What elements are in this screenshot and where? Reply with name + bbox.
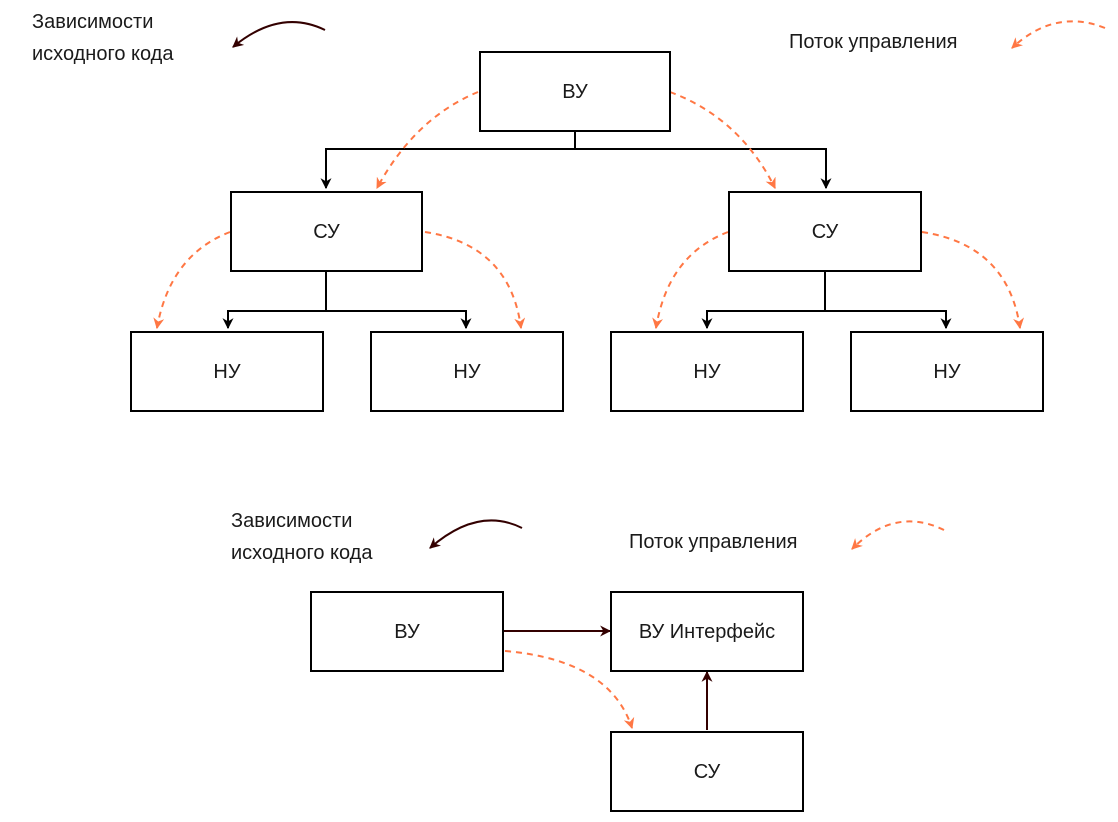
dependency-edge-su-left-to-nu-1 bbox=[222, 272, 327, 330]
legend-dependency-arrow bbox=[232, 21, 326, 48]
legend-control-flow-arrow bbox=[1011, 20, 1106, 49]
control-flow-su-right-to-nu-3 bbox=[652, 231, 729, 330]
node-vu-bottom: ВУ bbox=[310, 591, 504, 672]
node-su-right: СУ bbox=[728, 191, 922, 272]
dependency-edge-su-right-to-nu-4 bbox=[825, 310, 952, 330]
control-flow-vu-to-su-right bbox=[669, 91, 776, 189]
control-flow-su-left-to-nu-2 bbox=[424, 231, 526, 330]
control-flow-su-right-to-nu-4 bbox=[921, 231, 1025, 330]
legend-control-flow-text: Поток управления bbox=[789, 31, 958, 53]
legend-dependencies-line1: Зависимости bbox=[32, 11, 154, 33]
node-nu-2: НУ bbox=[370, 331, 564, 412]
legend-dependencies-line1-bottom: Зависимости bbox=[231, 510, 353, 532]
legend-dependencies-line2-bottom: исходного кода bbox=[231, 542, 373, 564]
node-su-left: СУ bbox=[230, 191, 423, 272]
legend-dependency-arrow-bottom bbox=[429, 519, 523, 549]
control-flow-su-left-to-nu-1 bbox=[153, 231, 231, 330]
node-nu-4: НУ bbox=[850, 331, 1044, 412]
node-nu-3: НУ bbox=[610, 331, 804, 412]
node-vu-interface: ВУ Интерфейс bbox=[610, 591, 804, 672]
dependency-edge-vu-to-su-left bbox=[320, 132, 576, 190]
node-nu-1: НУ bbox=[130, 331, 324, 412]
dependency-edge-vu-to-su-right bbox=[575, 148, 832, 190]
legend-control-flow-arrow-bottom bbox=[851, 520, 945, 550]
legend-dependencies-text-bottom: Зависимости исходного кода bbox=[231, 505, 372, 569]
dependency-edge-su-right-to-nu-3 bbox=[701, 272, 826, 330]
legend-dependencies-text: Зависимости исходного кода bbox=[32, 6, 173, 70]
control-flow-vu-to-su-left bbox=[376, 91, 479, 189]
legend-control-flow-text-bottom: Поток управления bbox=[629, 531, 798, 553]
dependency-edge-su-left-to-nu-2 bbox=[326, 310, 472, 330]
legend-dependencies-line2: исходного кода bbox=[32, 43, 174, 65]
node-vu: ВУ bbox=[479, 51, 671, 132]
node-su-bottom: СУ bbox=[610, 731, 804, 812]
control-flow-vu-to-su bbox=[504, 650, 635, 730]
